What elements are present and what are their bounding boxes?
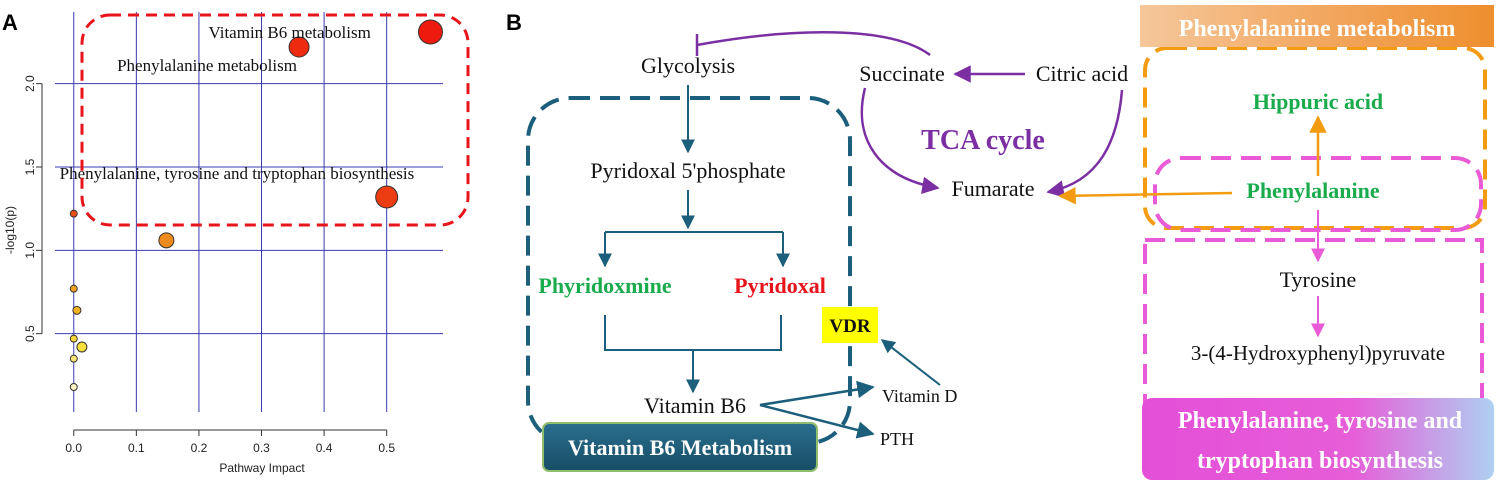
- y-tick-label-3: 2.0: [23, 75, 37, 92]
- pttb-banner-line2: tryptophan biosynthesis: [1197, 448, 1443, 474]
- node-pyridoxal-5-phosphate: Pyridoxal 5'phosphate: [590, 158, 785, 183]
- chart-y-axis-label: -log10(p): [3, 206, 17, 254]
- x-tick-label-2: 0.2: [191, 441, 208, 455]
- phenylalanine-metabolism-banner: [1140, 5, 1494, 47]
- node-vdr: VDR: [829, 316, 870, 337]
- chart-point-4: [69, 209, 78, 218]
- node-hydroxyphenylpyruvate: 3-(4-Hydroxyphenyl)pyruvate: [1191, 341, 1445, 365]
- node-phenylalanine: Phenylalanine: [1246, 178, 1379, 203]
- node-pyridoxal: Pyridoxal: [734, 273, 826, 298]
- chart-point-7: [69, 334, 78, 343]
- x-tick-label-5: 0.5: [378, 441, 395, 455]
- chart-x-axis-label: Pathway Impact: [219, 461, 305, 475]
- chart-point-label-2: Phenylalanine, tyrosine and tryptophan b…: [60, 164, 415, 183]
- pttb-banner: [1142, 398, 1494, 480]
- vitamin-b6-region: [526, 96, 852, 445]
- node-tca-cycle: TCA cycle: [921, 125, 1045, 156]
- phenylalanine-metabolism-banner-text: Phenylalaniine metabolism: [1179, 16, 1456, 42]
- chart-point-6: [72, 305, 82, 315]
- arrow-phenylalanine-to-fumarate: [1058, 186, 1233, 205]
- node-fumarate: Fumarate: [951, 176, 1034, 201]
- node-pth: PTH: [880, 429, 914, 449]
- chart-points: [69, 19, 443, 391]
- panel-a-label: A: [2, 10, 18, 35]
- y-tick-label-0: 0.5: [23, 325, 37, 342]
- arrow-succinate-to-glycolysis: [696, 31, 931, 57]
- arrow-citric-to-fumarate: [1046, 89, 1124, 198]
- chart-point-label-0: Vitamin B6 metabolism: [208, 23, 370, 42]
- pttb-region: [1143, 238, 1484, 412]
- node-vitamin-b6: Vitamin B6: [644, 393, 746, 418]
- node-succinate: Succinate: [859, 61, 945, 86]
- y-tick-label-2: 1.5: [23, 158, 37, 175]
- vitamin-b6-metabolism-banner-text: Vitamin B6 Metabolism: [568, 435, 792, 460]
- node-hippuric-acid: Hippuric acid: [1253, 89, 1383, 114]
- merge-bracket: [604, 315, 782, 351]
- chart-point-2: [375, 185, 399, 209]
- chart-point-label-1: Phenylalanine metabolism: [117, 56, 297, 75]
- node-vitamin-d: Vitamin D: [882, 386, 957, 406]
- x-tick-label-4: 0.4: [316, 441, 333, 455]
- chart-point-0: [417, 19, 443, 45]
- node-citric-acid: Citric acid: [1036, 61, 1128, 86]
- panel-b-label: B: [506, 10, 522, 35]
- pttb-banner-line1: Phenylalanine, tyrosine and: [1178, 408, 1463, 434]
- x-tick-label-1: 0.1: [128, 441, 145, 455]
- arrow-vitamin-d-to-vdr: [880, 339, 941, 386]
- x-tick-label-0: 0.0: [65, 441, 82, 455]
- x-tick-label-3: 0.3: [253, 441, 270, 455]
- chart-point-9: [69, 354, 78, 363]
- pathway-impact-chart: 0.0 0.1 0.2 0.3 0.4 0.5 0.5 1.0 1.5 2.0 Vitamin B…: [3, 12, 470, 475]
- arrow-b6-to-pth: [759, 403, 875, 439]
- node-phyridoxmine: Phyridoxmine: [538, 273, 671, 298]
- y-tick-label-1: 1.0: [23, 242, 37, 259]
- arrow-succinate-to-fumarate: [860, 87, 940, 194]
- vitamin-b6-metabolism-banner: [542, 422, 818, 472]
- node-glycolysis: Glycolysis: [641, 53, 735, 78]
- chart-highlight-box: [80, 13, 470, 227]
- chart-axes: 0.0 0.1 0.2 0.3 0.4 0.5 0.5 1.0 1.5 2.0: [23, 75, 395, 455]
- chart-point-1: [288, 36, 310, 58]
- chart-point-8: [76, 341, 88, 353]
- arrow-b6-to-vitamin-d: [759, 380, 875, 407]
- chart-point-5: [69, 284, 78, 293]
- chart-point-10: [69, 383, 78, 391]
- chart-grid: [55, 12, 443, 412]
- chart-point-3: [158, 232, 175, 249]
- node-tyrosine: Tyrosine: [1280, 267, 1357, 292]
- vdr-badge: [822, 307, 878, 343]
